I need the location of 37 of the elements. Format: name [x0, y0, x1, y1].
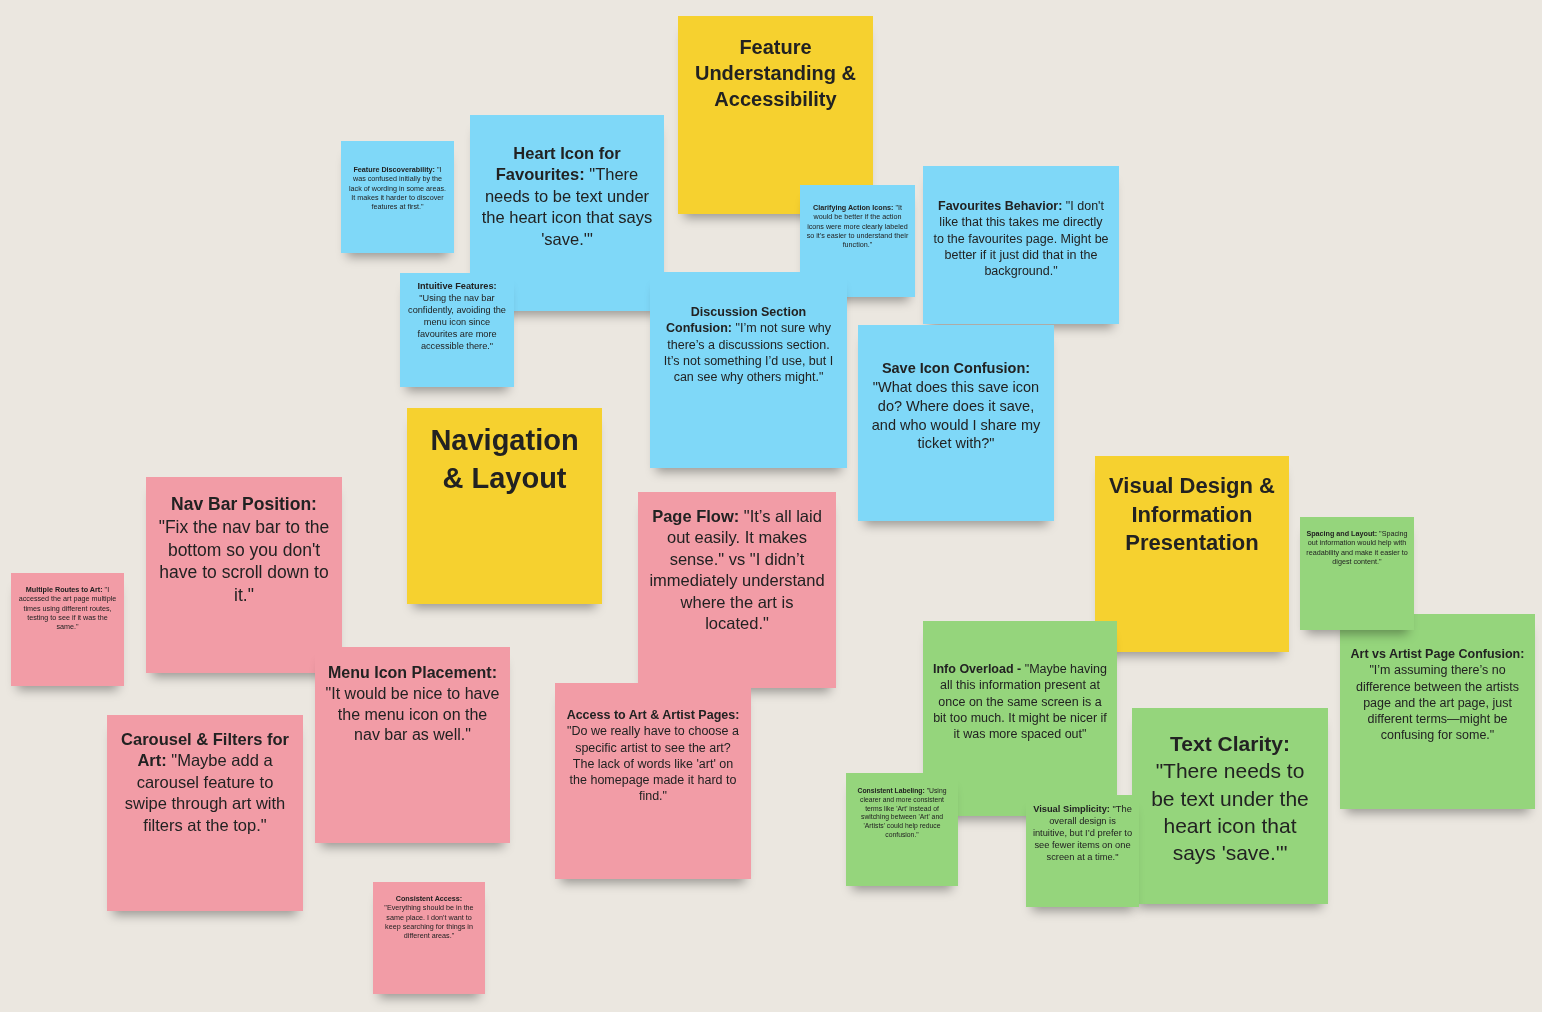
sticky-note — [858, 325, 1054, 521]
note-text: Heart Icon for Favourites: "There needs to be text under the heart icon that says 'save.'" — [480, 143, 654, 250]
sticky-note — [800, 185, 915, 297]
note-text: Page Flow: "It’s all laid out easily. It makes sense." vs "I didn’t immediately understand where the art is located." — [648, 506, 826, 635]
sticky-note — [11, 573, 124, 686]
sticky-note — [846, 773, 958, 886]
sticky-note — [400, 273, 514, 387]
note-text: Art vs Artist Page Confusion: "I’m assuming there’s no difference between the artists page and the art page, just different terms—might be confusing for some." — [1350, 646, 1525, 744]
note-text: Info Overload - "Maybe having all this information present at once on the same screen is a bit too much. It might be nicer if it was more spaced out" — [933, 661, 1107, 743]
note-text: Intuitive Features: "Using the nav bar confidently, avoiding the menu icon since favourites are more accessible there." — [407, 281, 507, 353]
note-text: Favourites Behavior: "I don't like that this takes me directly to the favourites page. Might be better if it just did that in the background." — [933, 198, 1109, 280]
sticky-note — [1300, 517, 1414, 630]
sticky-note — [373, 882, 485, 994]
sticky-note — [555, 683, 751, 879]
note-text: Access to Art & Artist Pages: "Do we really have to choose a specific artist to see the art? The lack of words like 'art' on the homepage made it hard to find." — [565, 707, 741, 805]
sticky-note — [341, 141, 454, 253]
sticky-note — [678, 16, 873, 214]
note-text: Text Clarity: "There needs to be text under the heart icon that says 'save.'" — [1150, 731, 1310, 867]
note-text: Visual Design & Information Presentation — [1108, 472, 1276, 558]
sticky-note — [1340, 614, 1535, 809]
note-text: Discussion Section Confusion: "I’m not sure why there’s a discussions section. It’s not something I’d use, but I can see why others might." — [662, 304, 835, 386]
note-text: Menu Icon Placement: "It would be nice to have the menu icon on the nav bar as well." — [325, 663, 500, 746]
note-text: Save Icon Confusion: "What does this save icon do? Where does it save, and who would I share my ticket with?" — [870, 359, 1042, 454]
sticky-note — [1095, 456, 1289, 652]
sticky-note — [1026, 795, 1139, 907]
sticky-note — [650, 272, 847, 468]
sticky-note — [407, 408, 602, 604]
sticky-note — [1132, 708, 1328, 904]
note-text: Visual Simplicity: "The overall design is intuitive, but I’d prefer to see fewer items on one screen at a time." — [1032, 803, 1133, 864]
sticky-note — [107, 715, 303, 911]
note-text: Nav Bar Position: "Fix the nav bar to the bottom so you don't have to scroll down to it." — [157, 493, 331, 607]
sticky-note — [638, 492, 836, 688]
sticky-note — [315, 647, 510, 843]
note-text: Carousel & Filters for Art: "Maybe add a carousel feature to swipe through art with filters at the top." — [120, 729, 290, 836]
sticky-note — [923, 166, 1119, 324]
note-text: Navigation & Layout — [429, 423, 580, 496]
note-text: Feature Understanding & Accessibility — [693, 35, 858, 112]
